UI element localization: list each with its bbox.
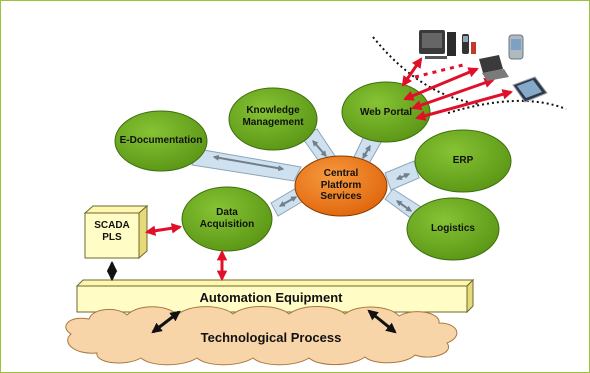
boundary-line-outer <box>447 99 567 114</box>
node-knowledge-management <box>228 87 318 151</box>
label-erp: ERP <box>452 155 474 166</box>
pda-icon <box>508 34 524 60</box>
node-erp <box>414 129 512 193</box>
node-e-documentation <box>114 110 208 172</box>
laptop-icon <box>479 55 509 81</box>
node-central-platform <box>294 155 388 217</box>
scada-box <box>83 204 149 260</box>
arrow-process-automation-left <box>151 310 181 334</box>
arrow-edoc <box>212 154 285 172</box>
arrow-webportal <box>362 144 371 160</box>
tablet-icon <box>512 76 548 103</box>
label-knowledge-line: Knowledge Management <box>242 105 304 128</box>
arrow-dataacq <box>278 196 298 207</box>
arrow-knowledge <box>312 140 327 157</box>
connector-edoc <box>191 148 302 182</box>
arrow-erp <box>395 173 411 180</box>
phone-icon <box>462 34 476 54</box>
connector-erp <box>384 160 420 191</box>
label-automation-equipment: Automation Equipment <box>199 290 343 305</box>
label-scada: SCADA PLS <box>94 220 130 243</box>
arrow-scada-dataacq <box>144 223 183 236</box>
label-web-portal: Web Portal <box>359 107 413 118</box>
arrow-dashed <box>414 63 464 79</box>
arrow-webportal-phone <box>403 67 479 101</box>
label-technological-process: Technological Process <box>200 330 342 345</box>
arrow-webportal-tablet <box>414 89 514 121</box>
arrow-webportal-desktop <box>401 57 423 87</box>
arrow-process-automation-right <box>367 309 397 334</box>
label-central-platform: Central Platform Services <box>320 168 362 202</box>
label-data-acquisition: Data Acquisition <box>199 207 255 230</box>
label-knowledge-management: Knowledge Management <box>233 105 313 128</box>
desktop-computer-icon <box>419 30 456 59</box>
label-logistics: Logistics <box>431 223 475 234</box>
node-logistics <box>406 197 500 261</box>
arrow-logistics <box>396 200 412 212</box>
label-e-documentation: E-Documentation <box>119 135 203 146</box>
